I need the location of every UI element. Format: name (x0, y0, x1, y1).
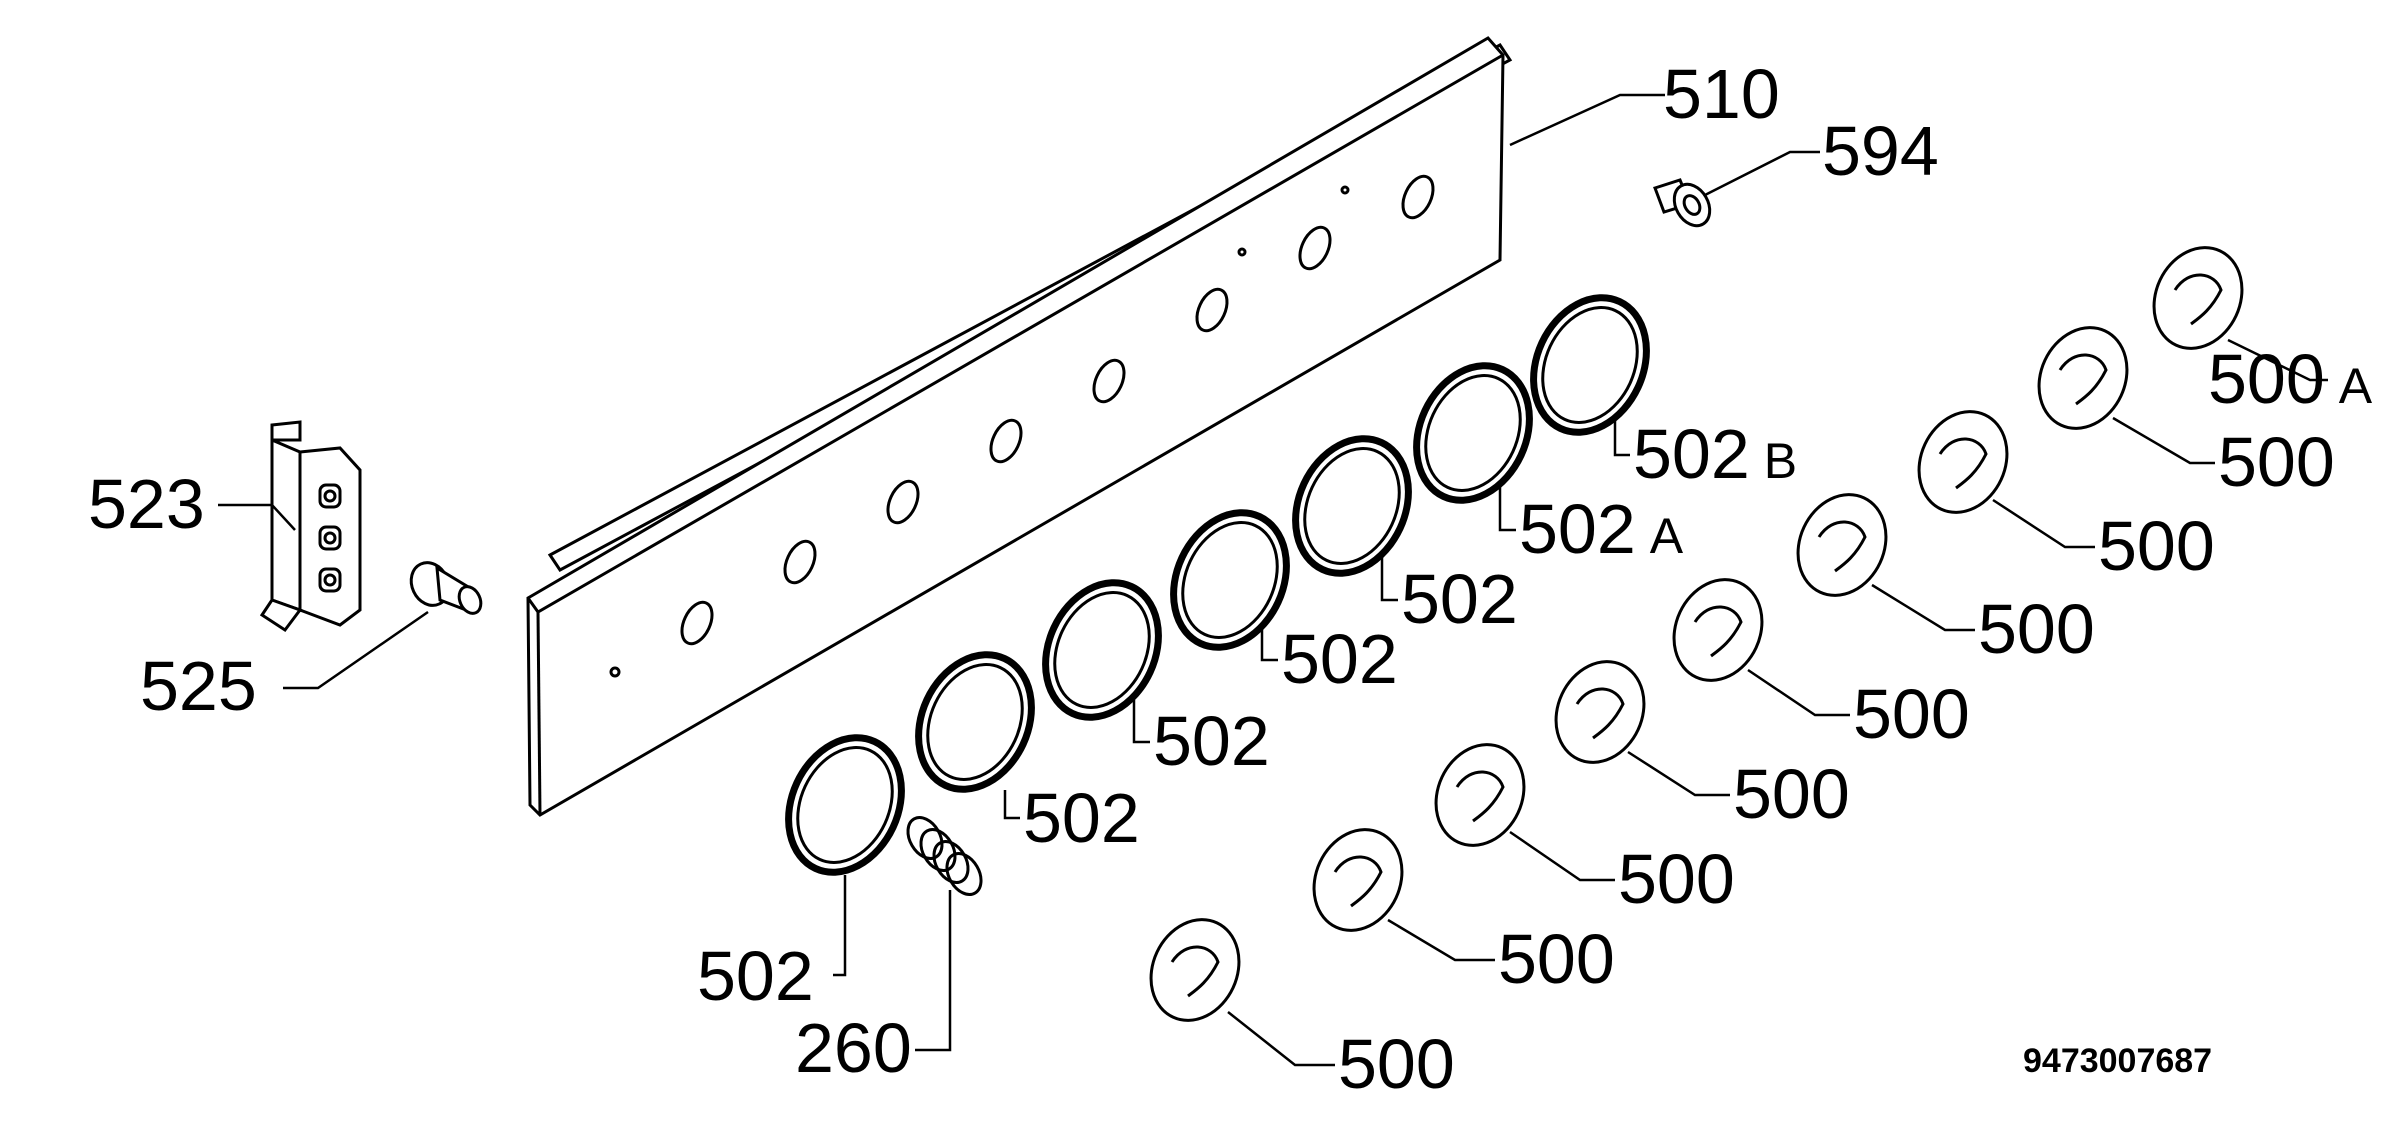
knob (1796, 493, 1888, 597)
label-500: 500 (1338, 1025, 1455, 1103)
control-panel (526, 36, 1513, 817)
knobs (1149, 246, 2244, 1022)
label-523: 523 (88, 465, 205, 543)
label-500: 500 (2218, 423, 2335, 501)
knob (1917, 410, 2009, 514)
panel-holes (609, 174, 1435, 678)
label-502: 502 (1401, 560, 1518, 638)
ring (1292, 435, 1412, 577)
drawing-code: 9473007687 (2023, 1042, 2212, 1080)
label-260: 260 (795, 1009, 912, 1087)
right-screw (1653, 178, 1712, 228)
label-500: 500 (1853, 675, 1970, 753)
ring (915, 651, 1035, 793)
label-500a-number: 500 (2208, 340, 2325, 418)
label-500: 500 (1978, 590, 2095, 668)
label-502b-number: 502 (1633, 415, 1750, 493)
label-502b: 502 B (1633, 415, 1797, 493)
label-502: 502 (1023, 779, 1140, 857)
bezel-rings (785, 294, 1650, 876)
label-502: 502 (1281, 620, 1398, 698)
label-502: 502 (697, 937, 814, 1015)
knob (1149, 918, 1241, 1022)
label-502: 502 (1153, 702, 1270, 780)
label-502a-number: 502 (1519, 490, 1636, 568)
part-labels: 510 594 523 525 502 260 502 502 502 502 … (88, 55, 2373, 1103)
label-500: 500 (1618, 840, 1735, 918)
ring-b (1530, 294, 1650, 436)
label-502a: 502 A (1519, 490, 1684, 568)
label-500: 500 (1733, 755, 1850, 833)
label-500: 500 (1498, 920, 1615, 998)
ring (785, 734, 905, 876)
label-510: 510 (1663, 55, 1780, 133)
label-500a-suffix: A (2339, 358, 2373, 414)
knob (2037, 326, 2129, 430)
knob (1672, 578, 1764, 682)
knob-a (2152, 246, 2244, 350)
ring-a (1413, 362, 1533, 504)
knob (1554, 660, 1646, 764)
left-bracket (259, 420, 362, 633)
ring (1170, 509, 1290, 651)
label-525: 525 (140, 647, 257, 725)
spring (906, 816, 983, 896)
label-502a-suffix: A (1650, 508, 1684, 564)
label-502b-suffix: B (1764, 433, 1797, 489)
label-500: 500 (2098, 507, 2215, 585)
left-screw (409, 561, 483, 615)
knob (1312, 828, 1404, 932)
leader-lines (218, 93, 2328, 1067)
label-594: 594 (1822, 112, 1939, 190)
knob (1434, 743, 1526, 847)
ring (1042, 579, 1162, 721)
label-500a: 500 A (2208, 340, 2373, 418)
